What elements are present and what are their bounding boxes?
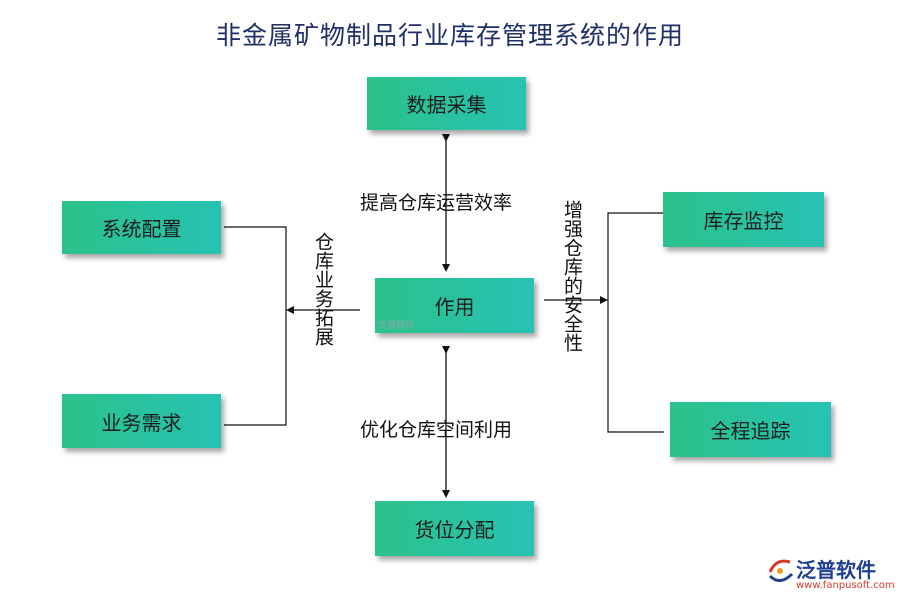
right-bracket (607, 212, 664, 433)
brand-logo: 泛普软件 www.fanpusoft.com (766, 552, 896, 596)
logo-name: 泛普软件 (796, 558, 876, 582)
logo-url: www.fanpusoft.com (796, 580, 895, 591)
label-business-expansion: 仓库业务拓展 (312, 232, 334, 346)
node-center: 作用 (375, 278, 534, 333)
node-slot-allocation: 货位分配 (375, 501, 534, 556)
node-inventory-monitor: 库存监控 (663, 192, 824, 247)
left-bracket (224, 226, 287, 426)
node-system-config: 系统配置 (62, 201, 221, 254)
label-space-utilization: 优化仓库空间利用 (360, 419, 513, 441)
node-full-tracking: 全程追踪 (670, 402, 831, 457)
node-business-demand: 业务需求 (62, 394, 221, 448)
watermark-text: 泛普软件 (378, 321, 415, 331)
label-efficiency: 提高仓库运营效率 (360, 192, 513, 214)
label-security: 增强仓库的安全性 (561, 200, 583, 352)
page-title: 非金属矿物制品行业库存管理系统的作用 (215, 21, 684, 50)
logo-icon (768, 559, 794, 582)
node-data-collection: 数据采集 (367, 77, 526, 130)
